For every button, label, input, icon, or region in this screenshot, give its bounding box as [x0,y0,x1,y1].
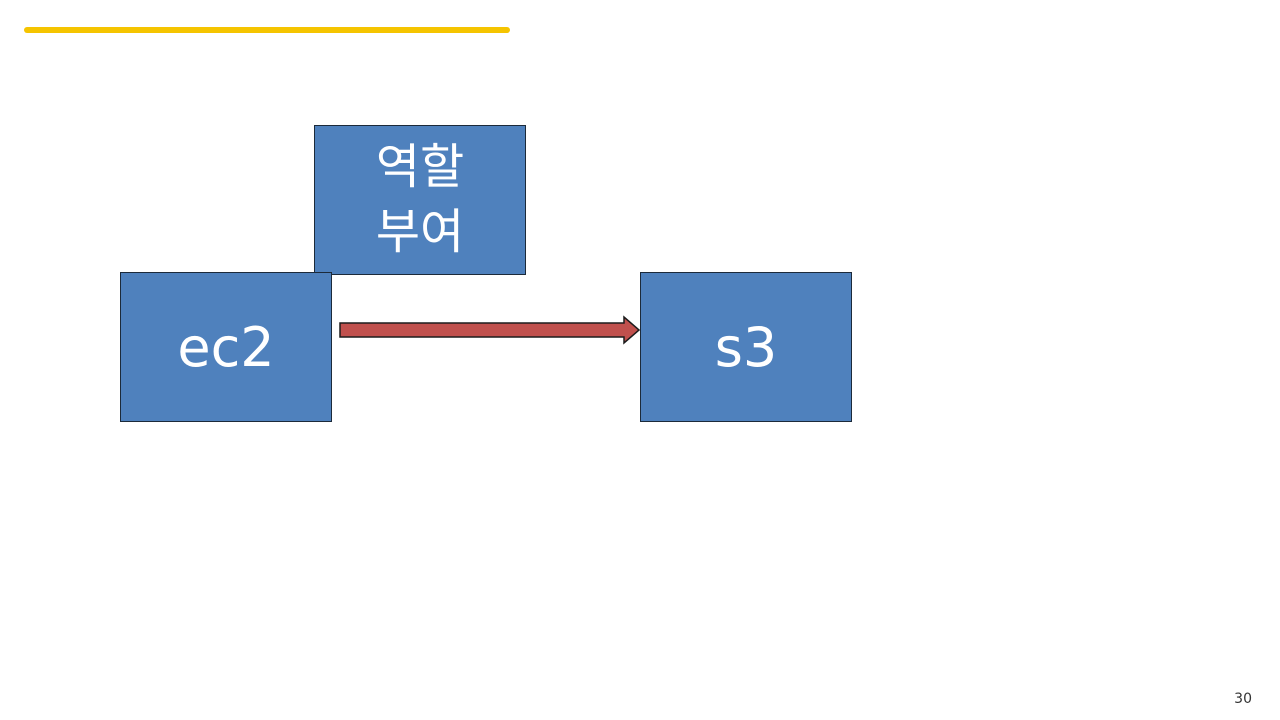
role-grant-label-line1: 역할 [375,139,465,196]
accent-bar [24,27,510,33]
s3-box: s3 [640,272,852,422]
ec2-to-s3-arrow [339,315,641,345]
role-grant-box: 역할 부여 [314,125,526,275]
role-grant-label-line2: 부여 [375,204,465,260]
s3-label: s3 [714,315,778,379]
ec2-label: ec2 [177,315,275,379]
ec2-box: ec2 [120,272,332,422]
arrow-shape [339,315,641,345]
page-number: 30 [1234,691,1252,707]
